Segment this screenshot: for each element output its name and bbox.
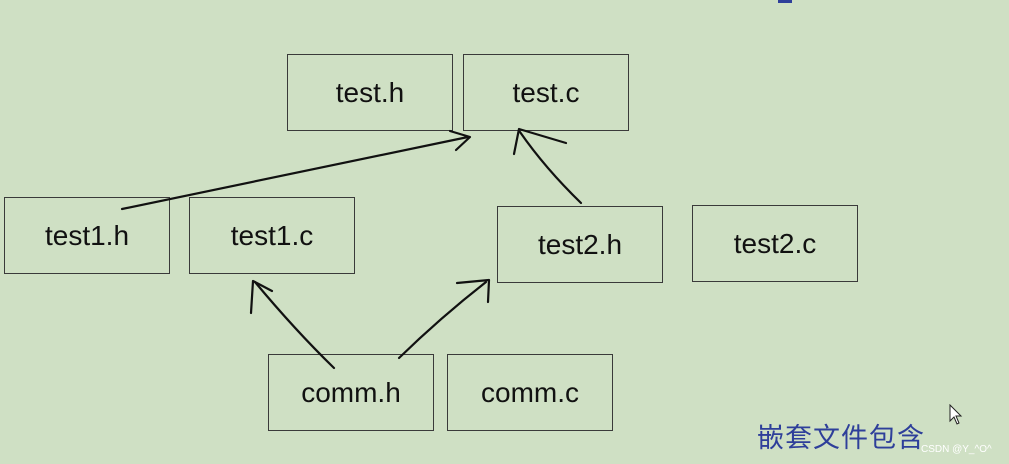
arrow-test2h-to-testc <box>518 130 583 205</box>
arrowhead-commh-to-test2h <box>455 278 491 304</box>
box-test1-c: test1.c <box>189 197 355 274</box>
box-test1-h: test1.h <box>4 197 170 274</box>
diagram-caption: 嵌套文件包含 <box>757 423 925 454</box>
box-test-h: test.h <box>287 54 453 131</box>
box-comm-h-label: comm.h <box>301 376 401 408</box>
arrow-commh-to-test2h <box>397 280 488 360</box>
box-comm-h: comm.h <box>268 354 434 431</box>
mouse-pointer-icon <box>949 404 963 425</box>
box-comm-c: comm.c <box>447 354 613 431</box>
box-test1-h-label: test1.h <box>44 219 130 251</box>
box-test2-c: test2.c <box>692 205 858 282</box>
box-test-c-label: test.c <box>512 76 580 108</box>
box-comm-c-label: comm.c <box>481 376 579 408</box>
arrow-test1h-to-testc <box>120 135 470 211</box>
box-test1-c-label: test1.c <box>230 219 314 251</box>
arrow-commh-to-test1c <box>253 280 336 370</box>
box-test-c: test.c <box>463 54 629 131</box>
box-test-h-label: test.h <box>335 76 405 108</box>
top-edge-mark <box>778 0 792 3</box>
arrowhead-commh-to-test1c <box>249 279 274 315</box>
arrowhead-test2h-to-testc <box>512 127 568 156</box>
box-test2-h-label: test2.h <box>537 228 623 260</box>
source-watermark: CSDN @Y_^O^ <box>921 444 992 455</box>
box-test2-h: test2.h <box>497 206 663 283</box>
box-test2-c-label: test2.c <box>733 227 817 259</box>
arrowhead-test1h-to-testc <box>448 129 472 152</box>
